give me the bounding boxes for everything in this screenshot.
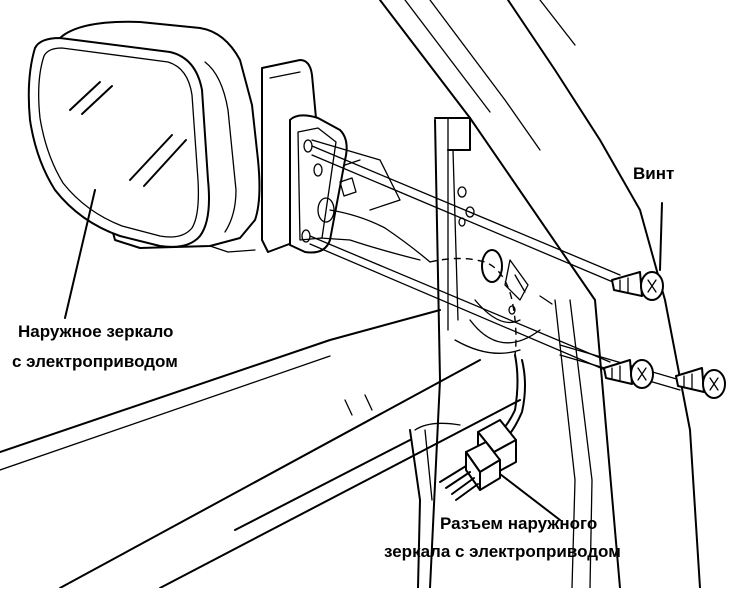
door-panel (0, 309, 521, 589)
mirror-housing (27, 20, 261, 253)
alignment-lines (309, 145, 681, 391)
mirror-label-line1: Наружное зеркало (18, 322, 174, 341)
connector (439, 419, 517, 501)
mirror-label-line2: с электроприводом (12, 352, 178, 371)
connector-label-line2: зеркала с электроприводом (384, 542, 621, 561)
screw-lower-left (603, 359, 654, 389)
leader-lines (64, 189, 663, 521)
screw-lower-right (675, 367, 726, 399)
wiring-harness (429, 257, 526, 437)
mirror-base (261, 59, 431, 263)
connector-label-line1: Разъем наружного (440, 514, 598, 533)
screw-label: Винт (633, 164, 675, 183)
screw-upper (611, 271, 664, 301)
